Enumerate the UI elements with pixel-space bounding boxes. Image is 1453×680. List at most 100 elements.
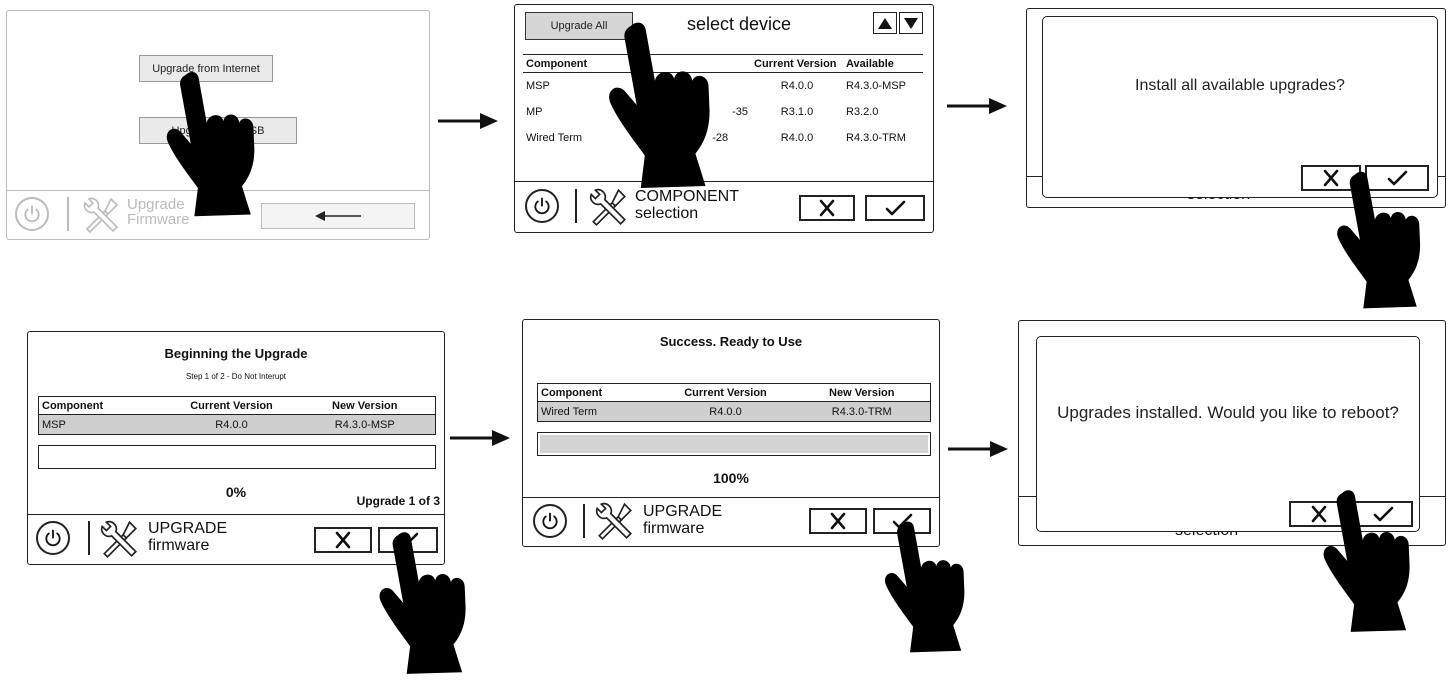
- table-header: Component Current Version New Version: [38, 396, 436, 415]
- footer-divider: [88, 521, 90, 555]
- cell-component: MSP: [526, 79, 550, 92]
- right-arrow-icon: [947, 96, 1007, 116]
- progress-bar: [38, 445, 436, 469]
- cell-available: R4.3.0-MSP: [846, 79, 906, 92]
- upgrade-counter: Upgrade 1 of 3: [356, 494, 440, 508]
- pointing-hand-icon: [158, 68, 266, 218]
- table-row[interactable]: Wired Term a0- -28 R4.0.0 R4.3.0-TRM: [523, 125, 923, 151]
- confirm-button[interactable]: [865, 195, 925, 221]
- pointing-hand-icon: [1328, 168, 1432, 310]
- confirm-button[interactable]: [1365, 165, 1429, 191]
- right-arrow-icon: [450, 428, 510, 448]
- upgrade-table: Component Current Version New Version MS…: [38, 396, 436, 435]
- cell-current-version: R3.1.0: [780, 105, 814, 118]
- footer-title-line2: Firmware: [127, 211, 190, 228]
- footer-title-line2: selection: [635, 205, 699, 222]
- upgrade-from-internet-button[interactable]: Upgrade from Internet: [139, 55, 273, 82]
- tools-icon: [587, 186, 629, 228]
- right-arrow-icon: [948, 439, 1008, 459]
- col-component: Component: [42, 399, 104, 412]
- cell-component: Wired Term: [526, 131, 583, 144]
- footer-divider: [583, 504, 585, 538]
- cancel-button[interactable]: [314, 527, 372, 553]
- left-arrow-icon: [315, 211, 361, 221]
- install-confirm-dialog: Install all available upgrades?: [1042, 16, 1438, 198]
- x-icon: [332, 531, 354, 549]
- footer-divider: [67, 197, 69, 231]
- col-current-version: Current Version: [754, 57, 837, 70]
- power-icon[interactable]: [36, 521, 70, 555]
- cell-new-version: R4.3.0-MSP: [334, 418, 395, 431]
- footer-title-line2: firmware: [148, 537, 210, 554]
- cell-component: MP: [526, 105, 543, 118]
- col-new-version: New Version: [829, 386, 895, 399]
- col-component: Component: [526, 57, 588, 70]
- table-header: Component Current Version Available: [523, 54, 923, 73]
- x-icon: [827, 512, 849, 530]
- col-current-version: Current Version: [684, 386, 767, 399]
- cell-current-version: R4.0.0: [215, 418, 248, 431]
- table-row[interactable]: MSP R4.0.0 R4.3.0-MSP: [523, 73, 923, 99]
- table-header: Component Current Version New Version: [537, 383, 931, 402]
- upgrade-title: Beginning the Upgrade: [164, 346, 308, 361]
- cell-current-version: R4.0.0: [709, 405, 742, 418]
- power-icon[interactable]: [15, 197, 49, 231]
- pointing-hand-icon: [372, 528, 476, 676]
- power-icon[interactable]: [525, 189, 559, 223]
- screen-content: [515, 5, 933, 182]
- footer-title-line2: firmware: [643, 520, 705, 537]
- table-row: Wired Term R4.0.0 R4.3.0-TRM: [537, 401, 931, 422]
- cell-available: R3.2.0: [846, 105, 879, 118]
- upgrade-table: Component Current Version New Version Wi…: [537, 383, 931, 422]
- screen-content: [523, 320, 939, 498]
- cancel-button[interactable]: [809, 508, 867, 534]
- pointing-hand-icon: [1316, 484, 1420, 636]
- progress-fill: [540, 435, 928, 453]
- cell-new-version: R4.3.0-TRM: [831, 405, 892, 418]
- upgrade-all-button[interactable]: Upgrade All: [525, 12, 633, 40]
- triangle-up-icon: [878, 17, 892, 29]
- col-new-version: New Version: [332, 399, 398, 412]
- footer-title-line1: COMPONENT: [635, 188, 739, 205]
- cell-available: R4.3.0-TRM: [846, 131, 906, 144]
- component-table: Component Current Version Available MSP …: [523, 54, 923, 151]
- reboot-confirm-dialog: Upgrades installed. Would you like to re…: [1036, 336, 1420, 532]
- col-available: Available: [846, 57, 894, 70]
- progress-bar: [537, 432, 931, 456]
- cancel-button[interactable]: [799, 195, 855, 221]
- power-icon[interactable]: [533, 504, 567, 538]
- footer-divider: [575, 189, 577, 223]
- tools-icon: [98, 518, 140, 560]
- footer-title-line1: Upgrade: [127, 196, 185, 213]
- success-title: Success. Ready to Use: [659, 334, 803, 349]
- progress-percent: 100%: [713, 470, 749, 486]
- tools-icon: [593, 500, 635, 542]
- scroll-down-button[interactable]: [899, 12, 923, 34]
- progress-percent: 0%: [225, 484, 247, 500]
- cell-current-version: R4.0.0: [780, 79, 814, 92]
- dialog-message: Upgrades installed. Would you like to re…: [1057, 403, 1399, 422]
- cell-component: Wired Term: [541, 405, 598, 418]
- scroll-up-button[interactable]: [873, 12, 897, 34]
- tools-icon: [81, 195, 121, 235]
- screen-component-selection: Upgrade All select device Component Curr…: [514, 4, 934, 233]
- triangle-down-icon: [904, 17, 918, 29]
- footer-title-line1: UPGRADE: [148, 520, 228, 537]
- checkmark-icon: [884, 199, 906, 217]
- screen-beginning-upgrade: Beginning the Upgrade Step 1 of 2 - Do N…: [27, 331, 445, 565]
- footer-title-line1: UPGRADE: [643, 503, 723, 520]
- screen-footer: COMPONENT selection: [515, 180, 933, 232]
- col-component: Component: [541, 386, 603, 399]
- screen-upgrade-success: Success. Ready to Use Component Current …: [522, 319, 940, 547]
- screen-footer: Upgrade Firmware: [7, 189, 429, 239]
- select-device-title: select device: [687, 14, 792, 34]
- screen-footer: UPGRADE firmware: [523, 496, 939, 546]
- pointing-hand-icon: [878, 514, 974, 658]
- cell-component: MSP: [42, 418, 66, 431]
- back-button[interactable]: [261, 203, 415, 229]
- cancel-button[interactable]: [1301, 165, 1361, 191]
- table-row[interactable]: MP -35 R3.1.0 R3.2.0: [523, 99, 923, 125]
- screen-content: [28, 332, 444, 515]
- x-icon: [816, 199, 838, 217]
- table-row: MSP R4.0.0 R4.3.0-MSP: [38, 414, 436, 435]
